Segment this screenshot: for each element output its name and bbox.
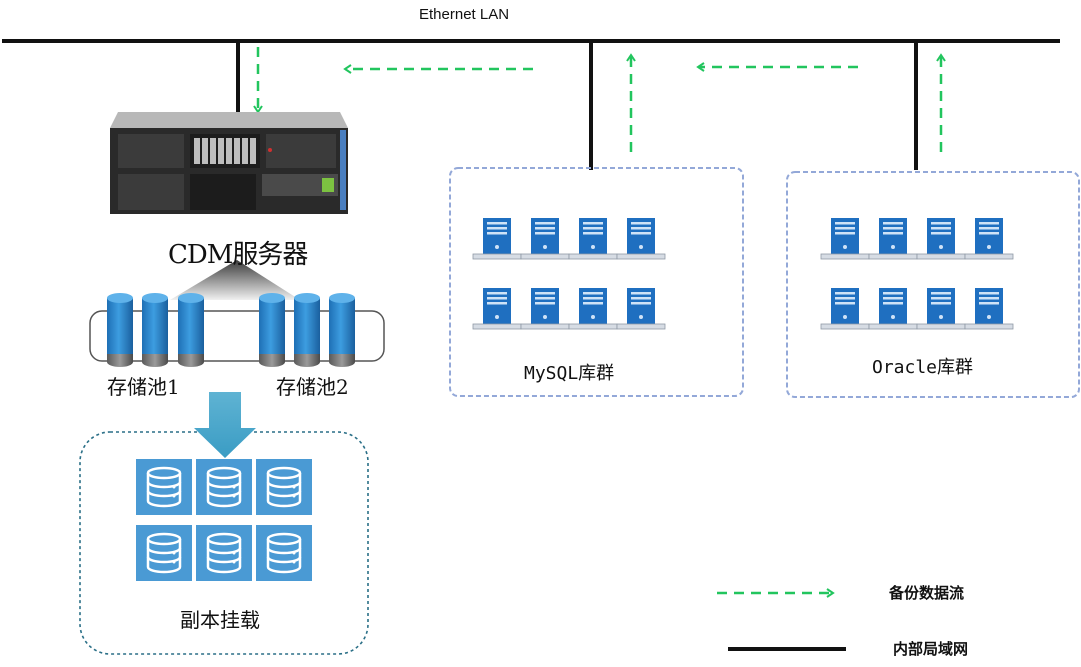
cdm-server-icon	[110, 112, 348, 214]
storage-pool-1-label: 存储池1	[107, 375, 180, 399]
ethernet-lan-label: Ethernet LAN	[419, 6, 510, 23]
mysql-server-icons	[472, 217, 666, 330]
projection-beam	[170, 260, 300, 300]
legend-backup-flow-label: 备份数据流	[889, 584, 965, 602]
replica-mount-label: 副本挂载	[180, 608, 260, 632]
oracle-cluster-label: Oracle库群	[872, 357, 974, 378]
oracle-cluster-box	[786, 171, 1080, 398]
mysql-cluster-label: MySQL库群	[524, 363, 615, 384]
mysql-cluster-box	[449, 167, 744, 397]
legend-internal-lan-label: 内部局域网	[893, 640, 969, 658]
storage-tray	[89, 310, 385, 362]
storage-pool-1-icon	[107, 293, 204, 367]
replica-database-icons	[134, 457, 314, 583]
storage-pool-2-icon	[259, 293, 355, 367]
storage-pool-2-label: 存储池2	[276, 375, 349, 399]
oracle-server-icons	[820, 217, 1014, 330]
mount-arrow-icon	[194, 392, 256, 458]
cdm-server-label: CDM服务器	[168, 240, 308, 270]
